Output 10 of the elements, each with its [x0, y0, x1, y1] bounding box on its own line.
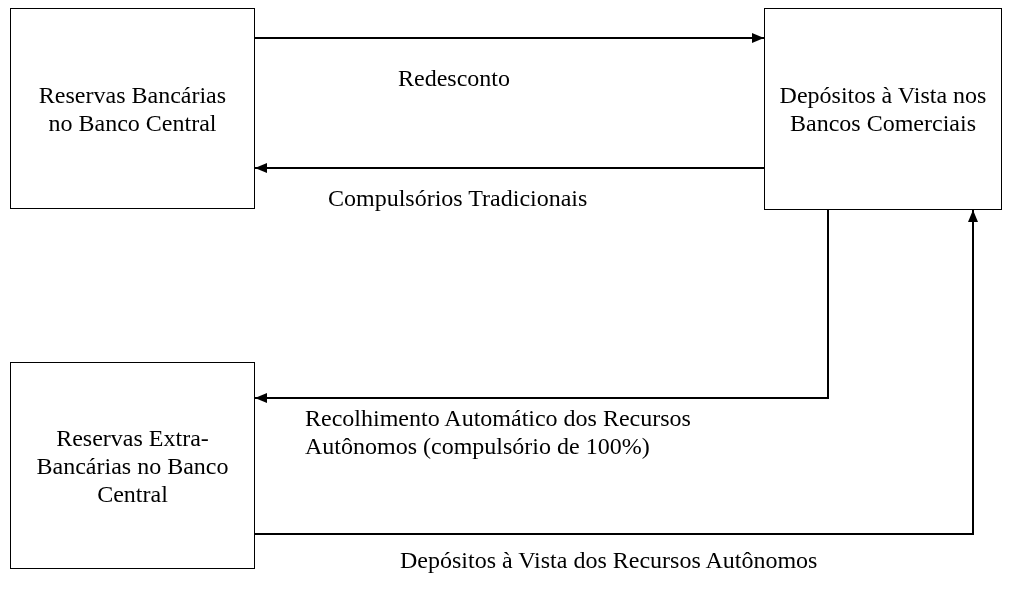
arrow	[254, 33, 765, 43]
text-box	[10, 8, 255, 209]
text-box	[764, 8, 1002, 210]
node-label: Reservas Bancárias no Banco Central	[37, 80, 228, 137]
arrow	[254, 209, 829, 403]
node-label: Depósitos à Vista nos Bancos Comerciais	[779, 81, 987, 137]
text-box	[10, 362, 255, 569]
arrow	[254, 163, 765, 173]
node-label: Reservas Extra-Bancárias no Banco Central	[35, 423, 230, 508]
arrow	[254, 209, 978, 535]
